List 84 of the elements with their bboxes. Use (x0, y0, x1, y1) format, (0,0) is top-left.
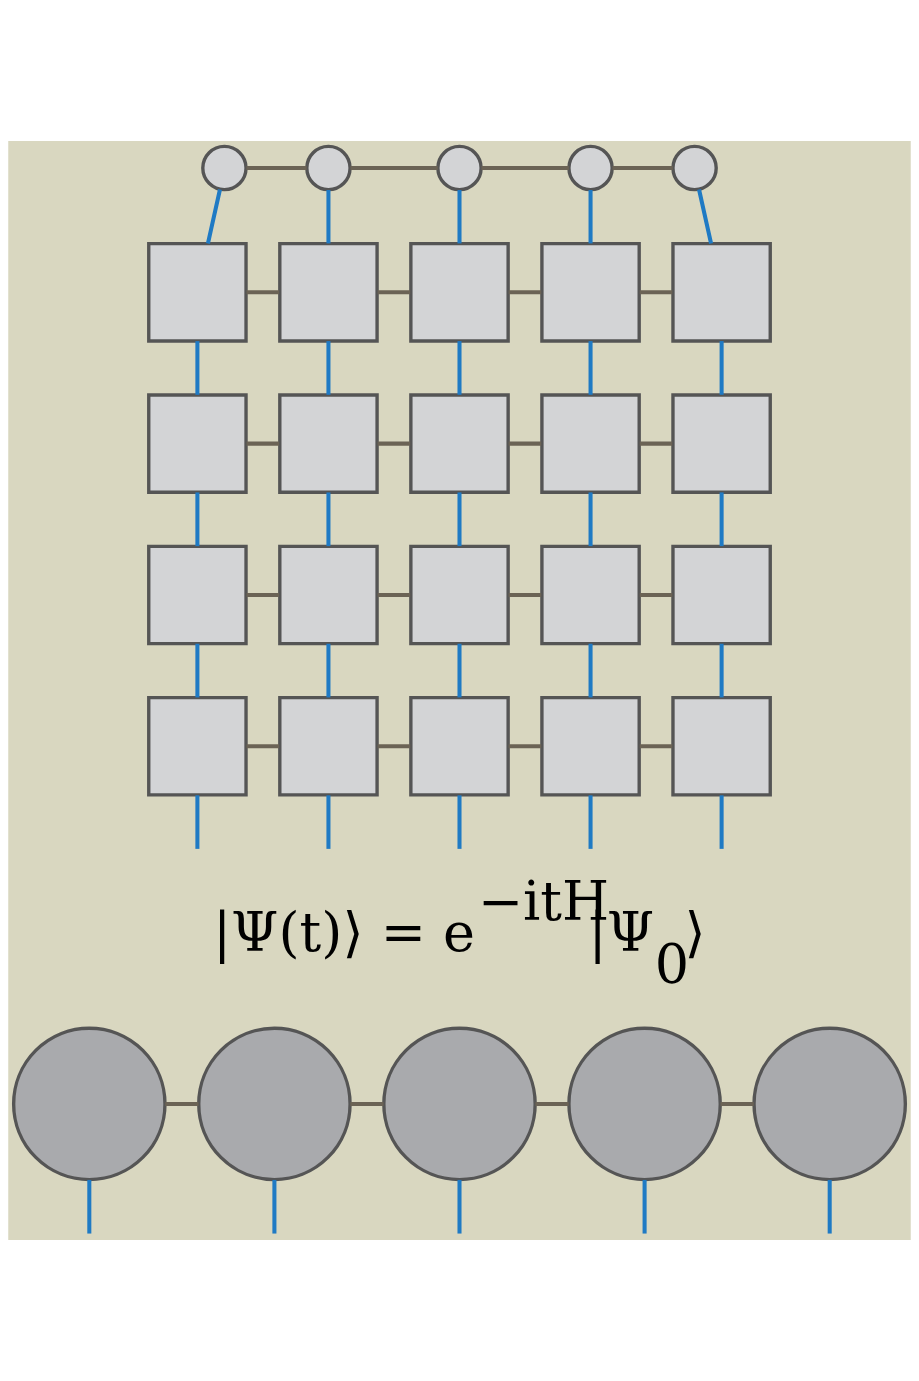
connector (205, 189, 222, 244)
connector (639, 744, 673, 749)
connector (588, 795, 593, 849)
connector (457, 341, 462, 395)
connector (535, 1101, 569, 1106)
node-circle (671, 144, 718, 192)
connector (377, 441, 411, 446)
connector (508, 441, 542, 446)
connector (639, 592, 673, 597)
connector (350, 166, 438, 171)
node-box (540, 695, 641, 797)
node-circle (436, 144, 483, 192)
node-circle (305, 144, 352, 192)
connector (246, 290, 280, 295)
connector (720, 1101, 754, 1106)
connector (457, 643, 462, 698)
connector (508, 592, 542, 597)
connector (246, 441, 280, 446)
connector (508, 744, 542, 749)
node-box (147, 544, 248, 646)
connector (639, 290, 673, 295)
node-circle (201, 144, 248, 192)
node-circle (11, 1026, 167, 1182)
connector (457, 190, 462, 244)
node-box (147, 695, 248, 797)
node-circle (567, 144, 614, 192)
node-circle (197, 1026, 352, 1182)
connector (719, 795, 724, 849)
node-circle (752, 1026, 908, 1182)
connector (642, 1179, 647, 1234)
connector (588, 643, 593, 698)
connector (457, 492, 462, 547)
node-box (278, 393, 379, 494)
node-box (147, 393, 248, 494)
node-box (147, 242, 248, 343)
connector (719, 341, 724, 395)
connector (457, 795, 462, 849)
connector (195, 492, 200, 547)
node-box (409, 695, 510, 797)
connector (246, 744, 280, 749)
node-box (540, 242, 641, 343)
node-box (671, 695, 772, 797)
node-circle (382, 1026, 537, 1182)
connector (697, 189, 714, 244)
connector (195, 341, 200, 395)
node-circle (567, 1026, 722, 1182)
node-box (278, 544, 379, 646)
connector (165, 1101, 199, 1106)
connector (612, 166, 673, 171)
connector (481, 166, 569, 171)
node-box (671, 393, 772, 494)
connector (246, 592, 280, 597)
node-box (278, 242, 379, 343)
connector (588, 190, 593, 244)
node-box (671, 242, 772, 343)
connector (588, 492, 593, 547)
node-box (409, 242, 510, 343)
connector (377, 744, 411, 749)
connector (508, 290, 542, 295)
connector (377, 290, 411, 295)
connector (639, 441, 673, 446)
node-box (540, 393, 641, 494)
connector (377, 592, 411, 597)
node-box (540, 544, 641, 646)
connector (719, 643, 724, 698)
connector (326, 643, 331, 698)
connector (457, 1179, 462, 1234)
node-box (409, 393, 510, 494)
connector (326, 341, 331, 395)
connector (350, 1101, 384, 1106)
connector (719, 492, 724, 547)
node-box (278, 695, 379, 797)
connector (246, 166, 307, 171)
node-box (671, 544, 772, 646)
connector (195, 643, 200, 698)
connector (195, 795, 200, 849)
connector (326, 190, 331, 244)
node-box (409, 544, 510, 646)
connector (326, 492, 331, 547)
connector (326, 795, 331, 849)
connector (588, 341, 593, 395)
connector (827, 1179, 832, 1234)
connector (272, 1179, 277, 1234)
connector (87, 1179, 92, 1234)
